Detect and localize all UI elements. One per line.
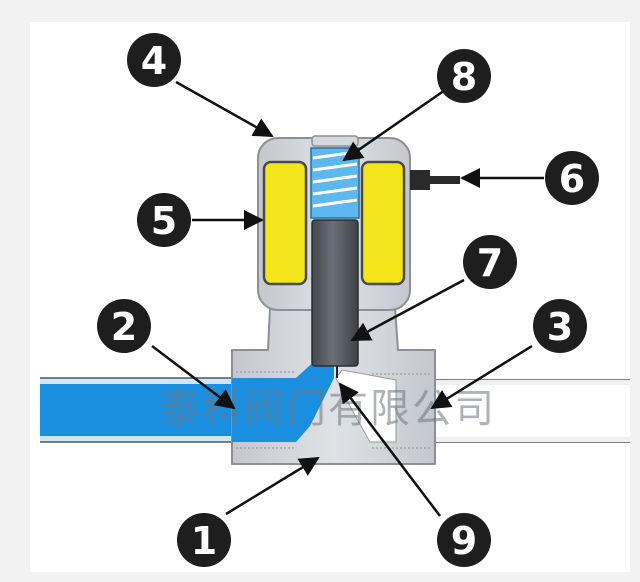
leader-3: [430, 344, 533, 410]
leader-8: [342, 86, 449, 162]
svg-text:6: 6: [559, 157, 585, 201]
svg-text:8: 8: [451, 55, 477, 99]
leader-9: [338, 382, 441, 517]
coil-left: [262, 160, 308, 286]
callout-4: 4: [127, 33, 181, 87]
svg-text:5: 5: [151, 199, 177, 243]
plunger: [311, 219, 359, 367]
callout-3: 3: [533, 299, 587, 353]
leader-4: [175, 80, 274, 138]
svg-text:1: 1: [191, 519, 217, 563]
svg-text:9: 9: [451, 519, 477, 563]
leader-2: [151, 345, 236, 410]
svg-text:7: 7: [477, 241, 503, 285]
leader-7: [350, 278, 465, 342]
leader-1: [225, 456, 320, 516]
callout-8: 8: [437, 49, 491, 103]
spring: [310, 147, 360, 219]
callout-9: 9: [437, 513, 491, 567]
callout-1: 1: [177, 513, 231, 567]
callout-6: 6: [545, 151, 599, 205]
watermark-text: 泰科阀门有限公司: [160, 386, 496, 432]
electrical-lead: [410, 170, 460, 190]
callouts: 4 8 6 5 7 2 3 1: [97, 33, 599, 567]
svg-text:4: 4: [141, 39, 167, 83]
svg-text:2: 2: [111, 305, 137, 349]
callout-2: 2: [97, 299, 151, 353]
callout-5: 5: [137, 193, 191, 247]
inlet-fluid: [232, 356, 334, 442]
callout-7: 7: [463, 235, 517, 289]
coil-right: [360, 160, 406, 286]
svg-text:3: 3: [547, 305, 573, 349]
